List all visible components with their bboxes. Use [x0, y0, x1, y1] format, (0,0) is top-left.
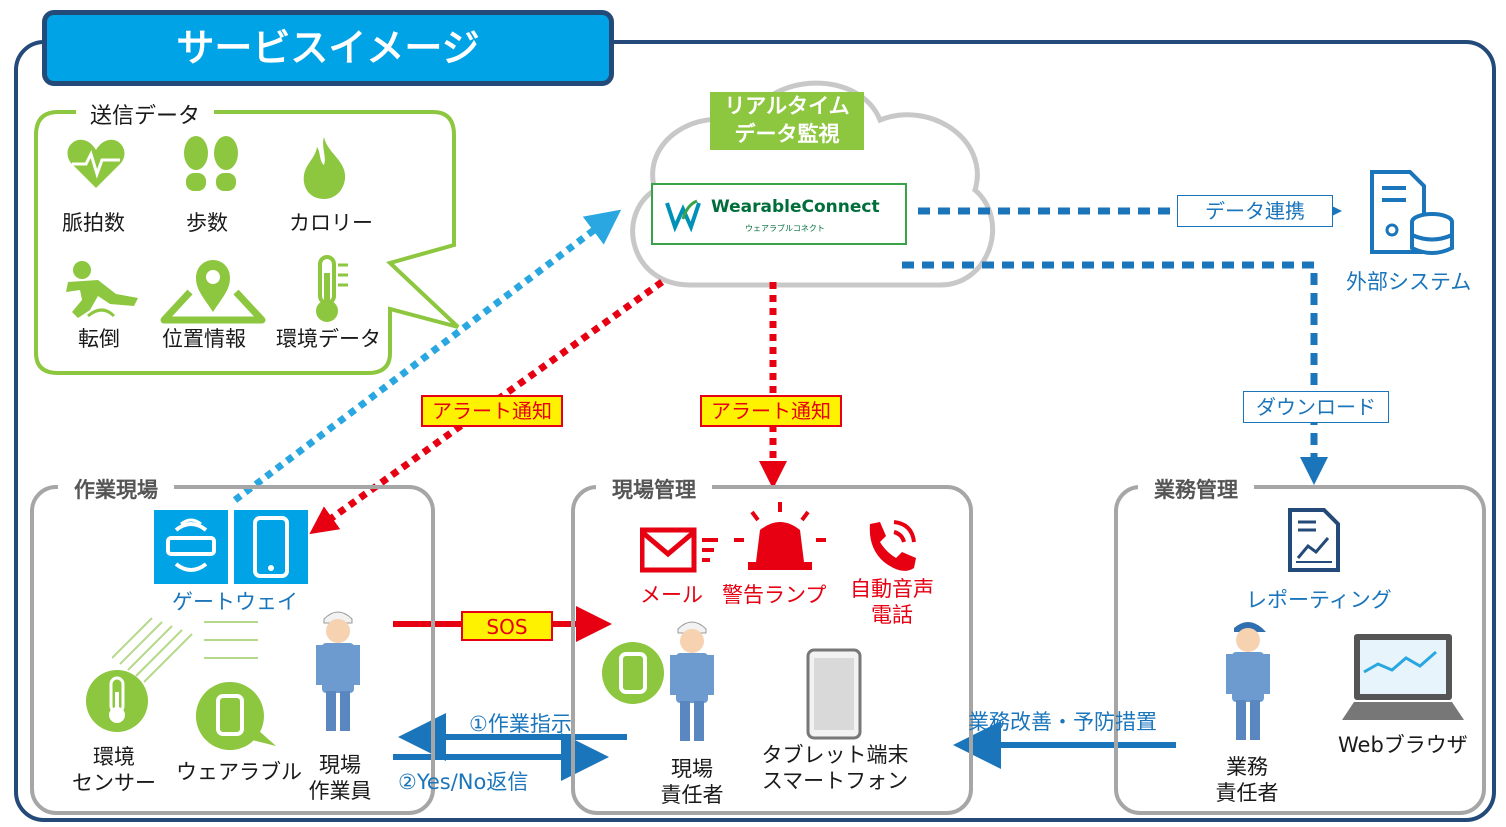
- field-mgmt-panel: [571, 485, 973, 815]
- item-fall: 転倒: [78, 327, 120, 351]
- download-line: [902, 261, 1328, 485]
- download-label: ダウンロード: [1243, 391, 1389, 423]
- external-system-label: 外部システム: [1346, 270, 1472, 294]
- site-panel-title: 作業現場: [58, 476, 174, 504]
- item-pulse: 脈拍数: [62, 211, 125, 235]
- lamp-label: 警告ランプ: [722, 583, 827, 607]
- alert-center-label: アラート通知: [700, 395, 842, 427]
- gateway-label: ゲートウェイ: [172, 590, 298, 614]
- gateway-group: [154, 510, 308, 584]
- site-worker-line1: 現場: [319, 753, 361, 777]
- cloud-label-line1: リアルタイム: [724, 94, 850, 118]
- logo-text: WearableConnect: [711, 197, 880, 217]
- smartphone-icon: [234, 510, 308, 584]
- item-environment: 環境データ: [276, 327, 381, 351]
- data-link-label: データ連携: [1177, 195, 1333, 227]
- external-system-icon: [1370, 170, 1454, 255]
- device-label: タブレット端末 スマートフォン: [760, 742, 910, 794]
- voice-line2: 電話: [871, 603, 913, 627]
- heart-icon: [67, 139, 125, 188]
- biz-manager-label: 業務 責任者: [1206, 754, 1288, 806]
- instruction-label: ①作業指示: [469, 712, 572, 736]
- report-icon: [1288, 508, 1340, 572]
- env-sensor-icon: [86, 670, 148, 732]
- logo-mark-icon: [665, 199, 701, 233]
- laptop-icon: [1342, 634, 1464, 720]
- thermometer-icon: [316, 255, 348, 322]
- warning-lamp-icon: [734, 502, 826, 570]
- site-panel: [30, 485, 435, 815]
- field-manager-line2: 責任者: [660, 783, 724, 807]
- env-sensor-label: 環境 センサー: [64, 744, 164, 796]
- signal-lines: [112, 617, 258, 683]
- field-mgmt-panel-title: 現場管理: [596, 476, 712, 504]
- browser-label: Webブラウザ: [1338, 733, 1468, 757]
- env-sensor-line1: 環境: [93, 745, 135, 769]
- wearable-label: ウェアラブル: [176, 760, 302, 784]
- mail-label: メール: [640, 583, 703, 607]
- sky-link-line: [232, 209, 622, 503]
- router-icon: [154, 510, 228, 584]
- wearable-connect-logo: WearableConnect ウェアラブルコネクト: [651, 183, 907, 245]
- send-data-title: 送信データ: [76, 98, 215, 130]
- site-worker-label: 現場 作業員: [300, 752, 380, 804]
- wearable-icon: [195, 682, 276, 750]
- field-manager-label: 現場 責任者: [652, 756, 732, 808]
- device-line2: スマートフォン: [761, 769, 909, 793]
- biz-manager-line2: 責任者: [1215, 781, 1279, 805]
- biz-mgmt-panel-title: 業務管理: [1138, 476, 1254, 504]
- site-worker-figure: [316, 611, 360, 731]
- sos-label: SOS: [461, 611, 553, 641]
- cloud-label-line2: データ監視: [734, 122, 840, 146]
- site-worker-line2: 作業員: [308, 779, 372, 803]
- biz-manager-figure: [1226, 622, 1270, 740]
- reporting-label: レポーティング: [1246, 588, 1392, 612]
- outer-frame: [14, 40, 1496, 822]
- page-title: サービスイメージ: [42, 10, 614, 86]
- tablet-icon: [806, 648, 862, 740]
- alert-left-label: アラート通知: [421, 395, 563, 427]
- biz-manager-line1: 業務: [1226, 755, 1268, 779]
- cloud-label: リアルタイム データ監視: [710, 92, 864, 150]
- biz-mgmt-panel: [1114, 485, 1486, 815]
- send-data-callout: [34, 110, 460, 375]
- item-calorie: カロリー: [289, 211, 373, 235]
- improvement-label: 業務改善・予防措置: [968, 710, 1157, 734]
- flame-icon: [303, 137, 346, 199]
- device-line1: タブレット端末: [761, 743, 909, 767]
- voice-line1: 自動音声: [850, 577, 934, 601]
- manager-wearable-icon: [602, 642, 664, 704]
- voice-label: 自動音声 電話: [836, 576, 948, 628]
- field-manager-line1: 現場: [671, 757, 713, 781]
- item-location: 位置情報: [162, 327, 246, 351]
- fall-icon: [66, 261, 138, 318]
- item-steps: 歩数: [186, 211, 228, 235]
- reply-label: ②Yes/No返信: [398, 770, 529, 794]
- env-sensor-line2: センサー: [72, 771, 156, 795]
- phone-icon: [869, 520, 916, 571]
- footsteps-icon: [184, 136, 238, 191]
- field-manager-figure: [670, 621, 714, 741]
- mail-icon: [640, 527, 718, 573]
- logo-subtext: ウェアラブルコネクト: [745, 224, 825, 233]
- map-pin-icon: [160, 260, 266, 324]
